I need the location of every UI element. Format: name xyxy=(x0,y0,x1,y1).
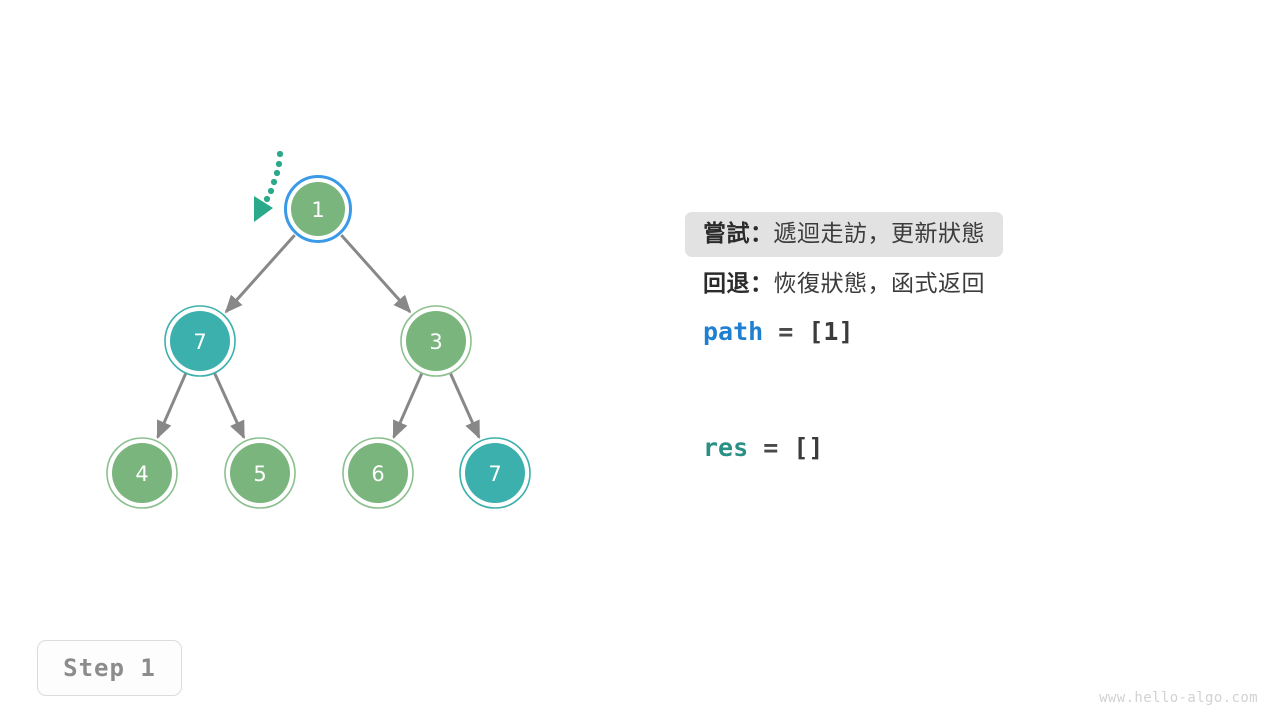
node-circle xyxy=(348,443,408,503)
pointer-trail-dot xyxy=(267,187,275,195)
res-variable-name: res xyxy=(703,433,749,462)
node-value-label: 4 xyxy=(135,462,148,486)
tree-node-5[interactable]: 5 xyxy=(224,437,296,509)
tree-edges xyxy=(156,234,481,440)
pointer-trail-dot xyxy=(275,160,283,168)
node-circle xyxy=(291,182,345,236)
path-value: [1] xyxy=(808,317,854,346)
node-ring xyxy=(342,437,414,509)
node-circle xyxy=(170,311,230,371)
node-value-label: 1 xyxy=(311,198,324,222)
try-line-lead: 嘗試： xyxy=(703,221,774,247)
node-value-label: 3 xyxy=(429,330,442,354)
state-panel: 嘗試：遞迴走訪，更新狀態 回退：恢復狀態，函式返回 path = [1] res… xyxy=(685,212,1205,465)
tree-edge xyxy=(156,371,188,439)
pointer-trail-dot xyxy=(270,178,278,186)
binary-tree-diagram: 1 7 3 4 5 6 7 xyxy=(106,150,531,509)
node-active-ring xyxy=(284,175,352,243)
path-equals: = xyxy=(763,317,809,346)
node-value-label: 7 xyxy=(193,330,206,354)
path-variable-name: path xyxy=(703,317,764,346)
tree-edge xyxy=(212,371,246,440)
try-line: 嘗試：遞迴走訪，更新狀態 xyxy=(685,212,1003,257)
node-circle xyxy=(112,443,172,503)
res-equals: = xyxy=(748,433,794,462)
res-variable-row: res = [] xyxy=(685,431,1205,465)
node-ring xyxy=(106,437,178,509)
tree-nodes: 1 7 3 4 5 6 7 xyxy=(106,175,531,509)
back-line: 回退：恢復狀態，函式返回 xyxy=(685,262,1003,307)
pointer-arrow-icon xyxy=(254,196,273,222)
tree-edge xyxy=(340,234,412,314)
node-value-label: 6 xyxy=(371,462,384,486)
path-variable-row: path = [1] xyxy=(685,315,1205,349)
step-badge: Step 1 xyxy=(37,640,182,696)
node-ring xyxy=(224,437,296,509)
step-badge-label: Step 1 xyxy=(63,654,156,682)
try-line-body: 遞迴走訪，更新狀態 xyxy=(773,221,985,247)
node-ring xyxy=(459,437,531,509)
node-circle xyxy=(465,443,525,503)
pointer-trail-dot xyxy=(273,169,281,177)
tree-node-1[interactable]: 1 xyxy=(284,175,352,243)
node-ring xyxy=(164,305,236,377)
watermark: www.hello-algo.com xyxy=(1099,690,1258,706)
node-value-label: 7 xyxy=(488,462,501,486)
tree-node-6[interactable]: 6 xyxy=(342,437,414,509)
res-value: [] xyxy=(793,433,824,462)
node-circle xyxy=(406,311,466,371)
recursion-pointer xyxy=(254,150,284,222)
tree-node-7[interactable]: 7 xyxy=(459,437,531,509)
node-value-label: 5 xyxy=(253,462,266,486)
try-line-wrap: 嘗試：遞迴走訪，更新狀態 xyxy=(685,212,1205,257)
tree-edge xyxy=(392,371,424,439)
back-line-lead: 回退： xyxy=(703,271,774,297)
pointer-trail-dot xyxy=(276,150,284,158)
tree-edge xyxy=(448,371,481,440)
tree-node-3[interactable]: 3 xyxy=(400,305,472,377)
back-line-body: 恢復狀態，函式返回 xyxy=(773,271,985,297)
node-ring xyxy=(400,305,472,377)
tree-node-7[interactable]: 7 xyxy=(164,305,236,377)
pointer-trail-dot xyxy=(263,195,271,203)
tree-edge xyxy=(224,234,296,314)
node-circle xyxy=(230,443,290,503)
tree-node-4[interactable]: 4 xyxy=(106,437,178,509)
back-line-wrap: 回退：恢復狀態，函式返回 xyxy=(685,262,1205,307)
